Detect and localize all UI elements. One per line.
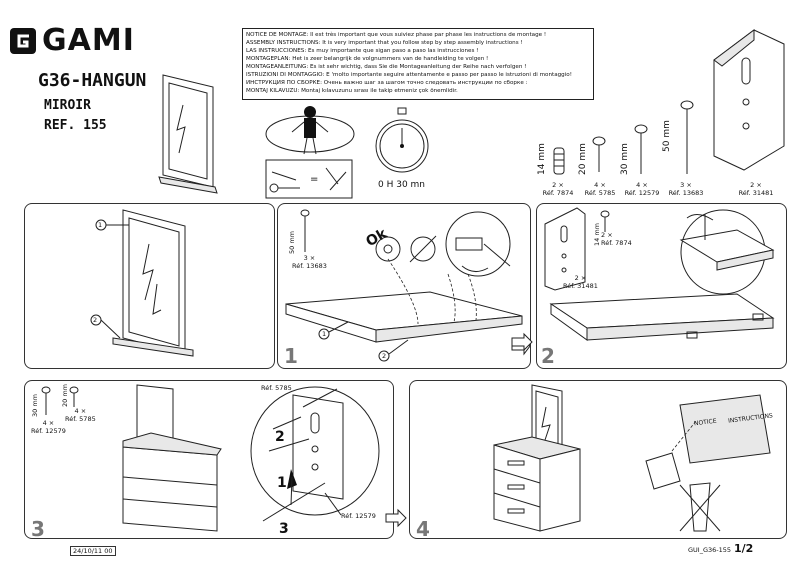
brand-name: GAMI bbox=[42, 23, 135, 58]
step3-sub-2: 2 bbox=[275, 429, 285, 445]
step1-screw: 3 × Réf. 13683 bbox=[292, 254, 327, 270]
step3-screw-a: 4 × Réf. 12579 bbox=[31, 419, 66, 435]
hw-ref: Réf. 13683 bbox=[668, 189, 704, 197]
notice-box: NOTICE DE MONTAGE: Il est très important… bbox=[242, 28, 594, 100]
step-number-4: 4 bbox=[416, 517, 430, 539]
step3-sub-3: 3 bbox=[279, 521, 289, 537]
step2-bracket-qty: 2 × bbox=[574, 274, 587, 282]
product-ref: REF. 155 bbox=[44, 118, 107, 133]
hw-size-2: 20 mm bbox=[578, 143, 588, 175]
hw-size-1: 14 mm bbox=[537, 143, 547, 175]
hw-item-3: 4 × Réf. 12579 bbox=[620, 181, 664, 197]
panel-step-2: 14 mm 2 × Réf. 7874 2 × Réf. 31481 2 bbox=[536, 203, 787, 369]
notice-line: MONTAJ KILAVUZU: Montaj kılavuzunu sıras… bbox=[246, 88, 458, 94]
panel-step-4: NOTICE INSTRUCTIONS 4 bbox=[409, 380, 787, 539]
mirror-overview-illustration bbox=[158, 74, 218, 194]
notice-line: ИНСТРУКЦИЯ ПО СБОРКЕ: Очень важно шаг за… bbox=[246, 80, 528, 86]
step-number-2: 2 bbox=[541, 344, 555, 368]
hw-ref: Réf. 5785 bbox=[584, 189, 616, 197]
notice-line: ASSEMBLY INSTRUCTIONS: It is very import… bbox=[246, 40, 523, 46]
step3-sub-1: 1 bbox=[277, 475, 287, 491]
step1-illustration bbox=[285, 211, 530, 362]
mirror-parts-illustration bbox=[90, 209, 194, 357]
step3-ref-b: Réf. 5785 bbox=[65, 415, 96, 423]
part-label-2: 2 bbox=[93, 316, 98, 324]
hw-item-4: 3 × Réf. 13683 bbox=[664, 181, 708, 197]
hw-size-3: 30 mm bbox=[620, 143, 630, 175]
step2-bracket-ref: Réf. 31481 bbox=[563, 282, 598, 290]
step1-screw-qty: 3 × bbox=[303, 254, 316, 262]
hw-qty: 4 × bbox=[594, 181, 606, 189]
rotation-person-icon bbox=[265, 106, 355, 155]
screw-icon bbox=[592, 136, 606, 172]
step3-illustration bbox=[122, 384, 380, 532]
step1-part-2: 2 bbox=[382, 352, 387, 360]
panel-step-1: 50 mm 3 × Réf. 13683 Ok 1 2 1 bbox=[277, 203, 531, 369]
hw-ref: Réf. 7874 bbox=[542, 189, 574, 197]
screw-icon bbox=[69, 386, 79, 407]
step3-callout-bottom: Réf. 12579 bbox=[341, 512, 376, 520]
hw-qty: 4 × bbox=[636, 181, 648, 189]
footer-date: 24/10/11 00 bbox=[70, 546, 116, 556]
hanging-bracket-icon bbox=[713, 29, 785, 171]
hw-ref: Réf. 12579 bbox=[624, 189, 660, 197]
step2-bracket: 2 × Réf. 31481 bbox=[563, 274, 598, 290]
step2-screw: 2 × Réf. 7874 bbox=[601, 231, 632, 247]
step1-screw-ref: Réf. 13683 bbox=[292, 262, 327, 270]
long-screw-icon bbox=[300, 209, 310, 252]
footer-date-suffix: 00 bbox=[104, 547, 113, 555]
notice-line: LAS INSTRUCCIONES: Es muy importante que… bbox=[246, 48, 479, 54]
notice-line: NOTICE DE MONTAGE: Il est très important… bbox=[246, 32, 547, 38]
model-name: G36-HANGUN bbox=[38, 70, 147, 91]
step4-illustration bbox=[493, 384, 771, 532]
hw-item-1: 2 × Réf. 7874 bbox=[536, 181, 580, 197]
step2-illustration bbox=[544, 207, 775, 341]
brand-logo: GAMI bbox=[10, 23, 135, 58]
notice-line: MONTAGEANLEITUNG: Es ist sehr wichtig, d… bbox=[246, 64, 527, 70]
long-screw-icon bbox=[680, 100, 694, 174]
step2-screw-qty: 2 × bbox=[601, 231, 613, 239]
panel-step-3: 30 mm 20 mm 4 × Réf. 5785 4 × Réf. 12579… bbox=[24, 380, 394, 539]
product-name: MIROIR bbox=[44, 98, 91, 113]
hw-qty: 3 × bbox=[680, 181, 692, 189]
footer-code: GUI_G36-155 bbox=[688, 546, 732, 554]
hw-size-4: 50 mm bbox=[662, 120, 672, 152]
hw-qty: 2 × bbox=[750, 181, 762, 189]
step3-callout-top: Réf. 5785 bbox=[261, 384, 292, 392]
svg-text:=: = bbox=[310, 174, 318, 185]
step3-screw-b: 4 × Réf. 5785 bbox=[65, 407, 96, 423]
stopwatch-icon bbox=[375, 107, 429, 173]
assembly-time: 0 H 30 mn bbox=[378, 180, 425, 190]
next-arrow-icon bbox=[511, 332, 533, 352]
step3-qty-a: 4 × bbox=[42, 419, 55, 427]
step3-ref-a: Réf. 12579 bbox=[31, 427, 66, 435]
page-number: 1/2 bbox=[734, 542, 754, 555]
tools-icon: = bbox=[265, 159, 353, 199]
hw-qty: 2 × bbox=[552, 181, 564, 189]
step2-screw-ref: Réf. 7874 bbox=[601, 239, 632, 247]
footer-date-value: 24/10/11 bbox=[73, 547, 103, 555]
screw-icon bbox=[634, 124, 648, 174]
gami-logo-icon bbox=[10, 28, 36, 54]
next-arrow-icon bbox=[385, 508, 407, 528]
hw-item-5: 2 × Réf. 31481 bbox=[728, 181, 784, 197]
screw-icon bbox=[41, 386, 51, 415]
notice-line: ISTRUZIONI DI MONTAGGIO: E 'molto import… bbox=[246, 72, 572, 78]
hw-ref: Réf. 31481 bbox=[738, 189, 774, 197]
step1-part-1: 1 bbox=[322, 330, 327, 338]
dowel-icon bbox=[553, 147, 565, 175]
step2-screw-size: 14 mm bbox=[593, 222, 601, 246]
notice-line: MONTAGEPLAN: Het is zeer belangrijk de v… bbox=[246, 56, 489, 62]
hw-item-2: 4 × Réf. 5785 bbox=[578, 181, 622, 197]
panel-parts: 1 2 bbox=[24, 203, 275, 369]
part-label-1: 1 bbox=[98, 221, 103, 229]
step-number-3: 3 bbox=[31, 517, 45, 539]
step-number-1: 1 bbox=[284, 344, 298, 368]
step3-qty-b: 4 × bbox=[74, 407, 87, 415]
